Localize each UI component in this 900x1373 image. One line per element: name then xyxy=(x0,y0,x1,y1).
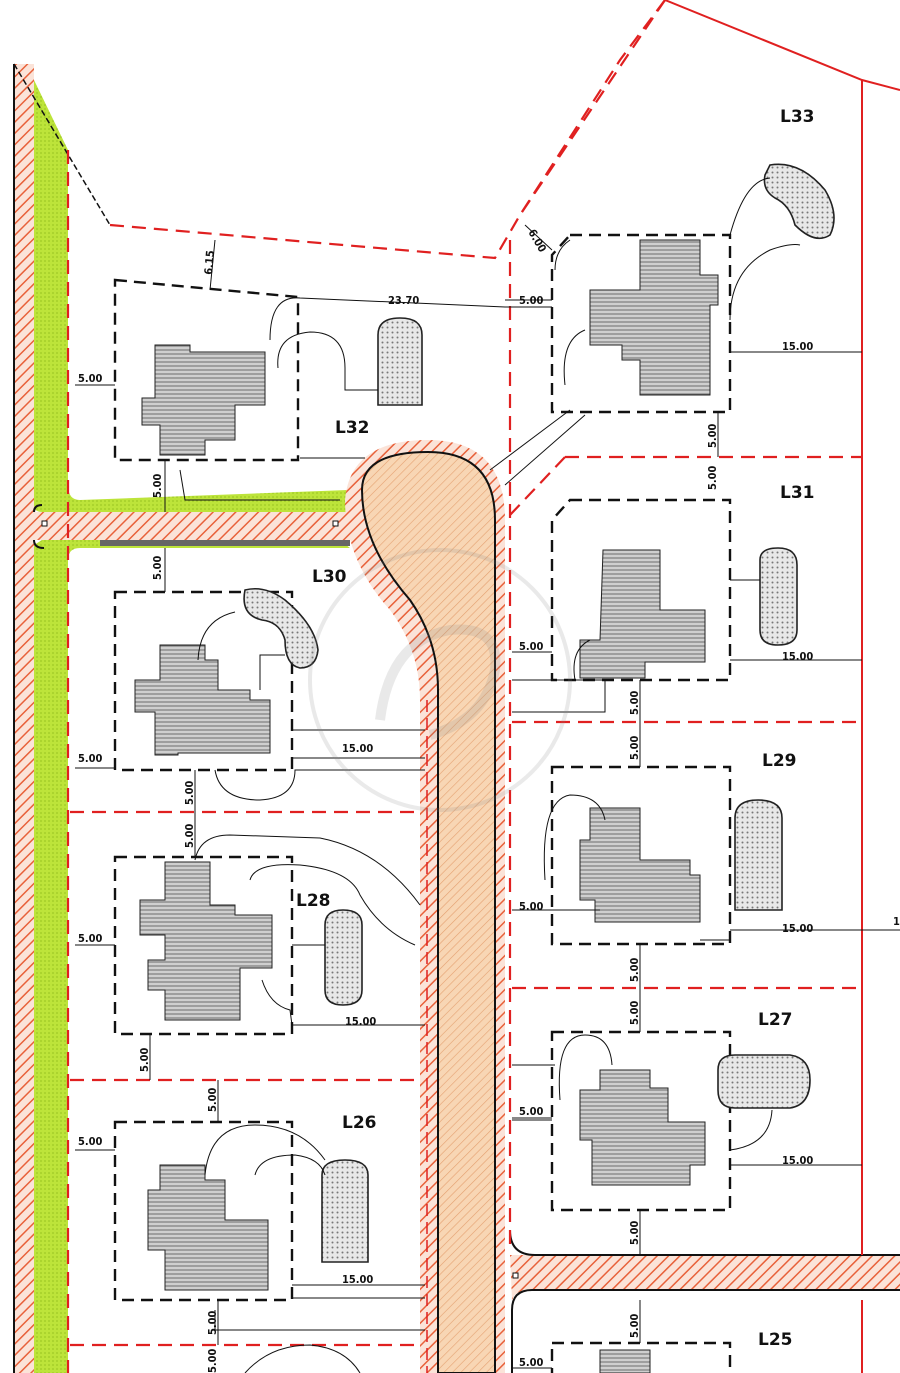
dimension-text: 5.00 xyxy=(183,823,196,848)
pools xyxy=(243,163,835,1263)
lot-labels: L33 L32 L31 L30 L29 L28 L27 L26 L25 xyxy=(296,107,815,1350)
dimension-text: 15.00 xyxy=(345,1015,376,1028)
lot-label: L25 xyxy=(758,1330,793,1350)
greenbelt-strip xyxy=(13,63,355,1373)
dimension-text: 5.00 xyxy=(151,555,164,580)
dimension-text: 5.00 xyxy=(706,465,719,490)
dimension-text: 15.00 xyxy=(782,650,813,663)
dimension-text: 5.00 xyxy=(151,473,164,498)
dimension-text: 6.00 xyxy=(525,227,549,255)
lot-label: L28 xyxy=(296,891,331,911)
dimension-text: 5.00 xyxy=(78,1135,103,1148)
site-linework xyxy=(179,177,900,1373)
dimension-text: 5.00 xyxy=(138,1047,151,1072)
dimension-text: 5.00 xyxy=(206,1348,219,1373)
dimension-labels: 6.15 23.70 6.00 5.00 5.00 5.00 5.00 5.00… xyxy=(78,227,900,1373)
lot-label: L26 xyxy=(342,1113,377,1133)
dimension-text: 5.00 xyxy=(183,780,196,805)
dimension-text: 5.00 xyxy=(628,1000,641,1025)
dimension-text: 5.00 xyxy=(628,957,641,982)
dimension-text: 5.00 xyxy=(628,690,641,715)
lot-label: L27 xyxy=(758,1010,793,1030)
lot-boundaries xyxy=(66,0,900,1373)
dimension-text: 5.00 xyxy=(78,752,103,765)
dimension-text: 15.00 xyxy=(342,1273,373,1286)
survey-marker xyxy=(512,1272,519,1279)
dimension-text: 5.00 xyxy=(628,1220,641,1245)
dimension-text: 5.00 xyxy=(519,1105,544,1118)
watermark-logo-icon xyxy=(308,548,572,812)
dimension-lines xyxy=(75,224,719,1369)
houses xyxy=(134,239,719,1373)
dimension-text: 15.00 xyxy=(782,1154,813,1167)
dimension-text: 5.00 xyxy=(628,735,641,760)
dimension-text: 1 xyxy=(893,915,900,928)
dimension-text: 5.00 xyxy=(206,1310,219,1335)
survey-marker xyxy=(332,520,339,527)
dimension-text: 5.00 xyxy=(519,1356,544,1369)
survey-marker xyxy=(41,520,48,527)
dimension-text: 5.00 xyxy=(519,900,544,913)
dimension-text: 23.70 xyxy=(388,294,419,307)
dimension-text: 5.00 xyxy=(519,640,544,653)
dimension-text: 5.00 xyxy=(78,932,103,945)
lot-label: L30 xyxy=(312,567,347,587)
lot-label: L32 xyxy=(335,418,370,438)
dimension-text: 15.00 xyxy=(782,922,813,935)
side-road xyxy=(33,504,900,1373)
dimension-text: 15.00 xyxy=(782,340,813,353)
lot-label: L29 xyxy=(762,751,797,771)
dimension-text: 5.00 xyxy=(206,1087,219,1112)
lot-label: L31 xyxy=(780,483,815,503)
dimension-text: 6.15 xyxy=(202,250,217,276)
dimension-text: 5.00 xyxy=(78,372,103,385)
main-road xyxy=(345,440,505,1373)
dimension-text: 15.00 xyxy=(342,742,373,755)
lot-label: L33 xyxy=(780,107,815,127)
dimension-text: 5.00 xyxy=(706,423,719,448)
dimension-text: 5.00 xyxy=(628,1313,641,1338)
dimension-text: 5.00 xyxy=(519,294,544,307)
